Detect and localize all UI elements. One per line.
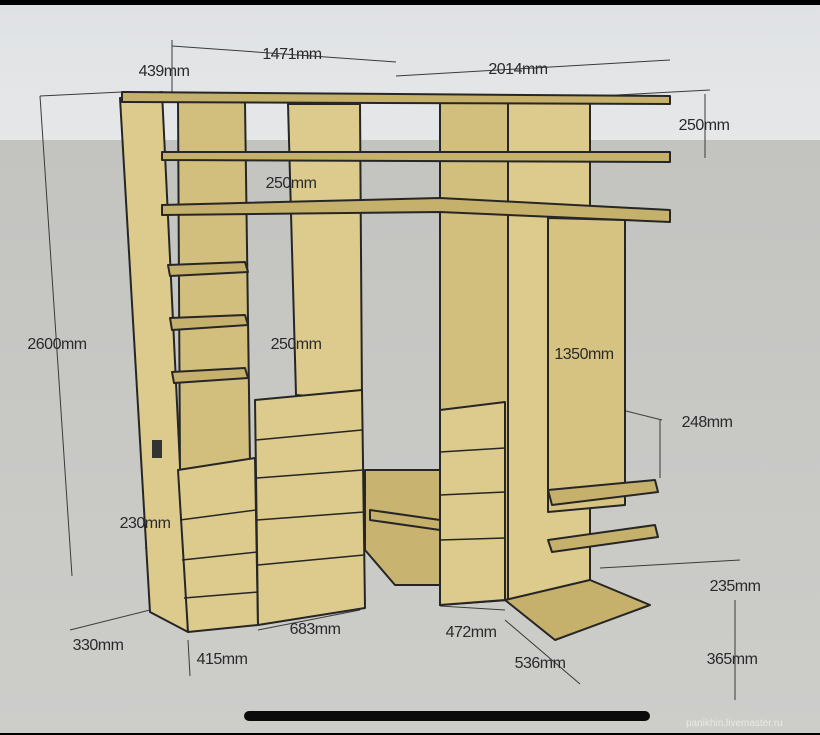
top-bar	[0, 0, 820, 5]
right-inner-panel	[547, 217, 626, 513]
bottom-bar	[0, 733, 820, 735]
dim-250-middle: 250mm	[270, 336, 322, 353]
center-panel	[287, 103, 363, 401]
watermark: panikhin.livemaster.ru	[686, 718, 783, 729]
dim-439: 439mm	[138, 63, 190, 80]
bottom-right-shelf	[504, 579, 651, 641]
dim-250-upper: 250mm	[265, 175, 317, 192]
dim-1350: 1350mm	[554, 346, 614, 363]
dim-415: 415mm	[196, 651, 248, 668]
middle-drawers	[254, 389, 366, 626]
dim-248: 248mm	[681, 414, 733, 431]
left-drawers	[177, 457, 259, 633]
dim-2014: 2014mm	[488, 61, 548, 78]
dim-683: 683mm	[289, 621, 341, 638]
dim-330: 330mm	[72, 637, 124, 654]
home-indicator[interactable]	[244, 711, 650, 721]
dim-235: 235mm	[709, 578, 761, 595]
socket-icon	[152, 440, 162, 458]
dim-365: 365mm	[706, 651, 758, 668]
dim-472: 472mm	[445, 624, 497, 641]
dim-536: 536mm	[514, 655, 566, 672]
shelves	[121, 91, 671, 553]
drawer-lines	[179, 429, 506, 599]
dim-2600: 2600mm	[27, 336, 87, 353]
dim-1471: 1471mm	[262, 46, 322, 63]
dim-250-top-right: 250mm	[678, 117, 730, 134]
right-drawers	[439, 401, 506, 606]
dim-230: 230mm	[119, 515, 171, 532]
